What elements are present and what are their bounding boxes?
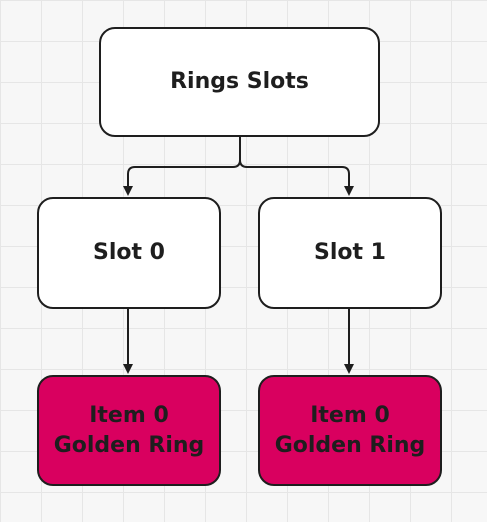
- slot-1-item-line2: Golden Ring: [274, 432, 426, 458]
- slot-1-node[interactable]: Slot 1: [258, 197, 442, 309]
- slot-1-label: Slot 1: [314, 240, 386, 265]
- root-node-label: Rings Slots: [170, 69, 309, 94]
- slot-1-item-line1: Item 0: [310, 402, 390, 428]
- slot-0-label: Slot 0: [93, 240, 165, 265]
- root-node-rings-slots[interactable]: Rings Slots: [99, 27, 380, 137]
- slot-0-item-line2: Golden Ring: [53, 432, 205, 458]
- connector-root-to-slot-1: [239, 159, 354, 196]
- slot-1-item-node[interactable]: Item 0 Golden Ring: [258, 375, 442, 486]
- slot-0-item-node[interactable]: Item 0 Golden Ring: [37, 375, 221, 486]
- connector-root-to-slot-0: [123, 137, 241, 196]
- slot-0-item-line1: Item 0: [89, 402, 169, 428]
- slot-0-node[interactable]: Slot 0: [37, 197, 221, 309]
